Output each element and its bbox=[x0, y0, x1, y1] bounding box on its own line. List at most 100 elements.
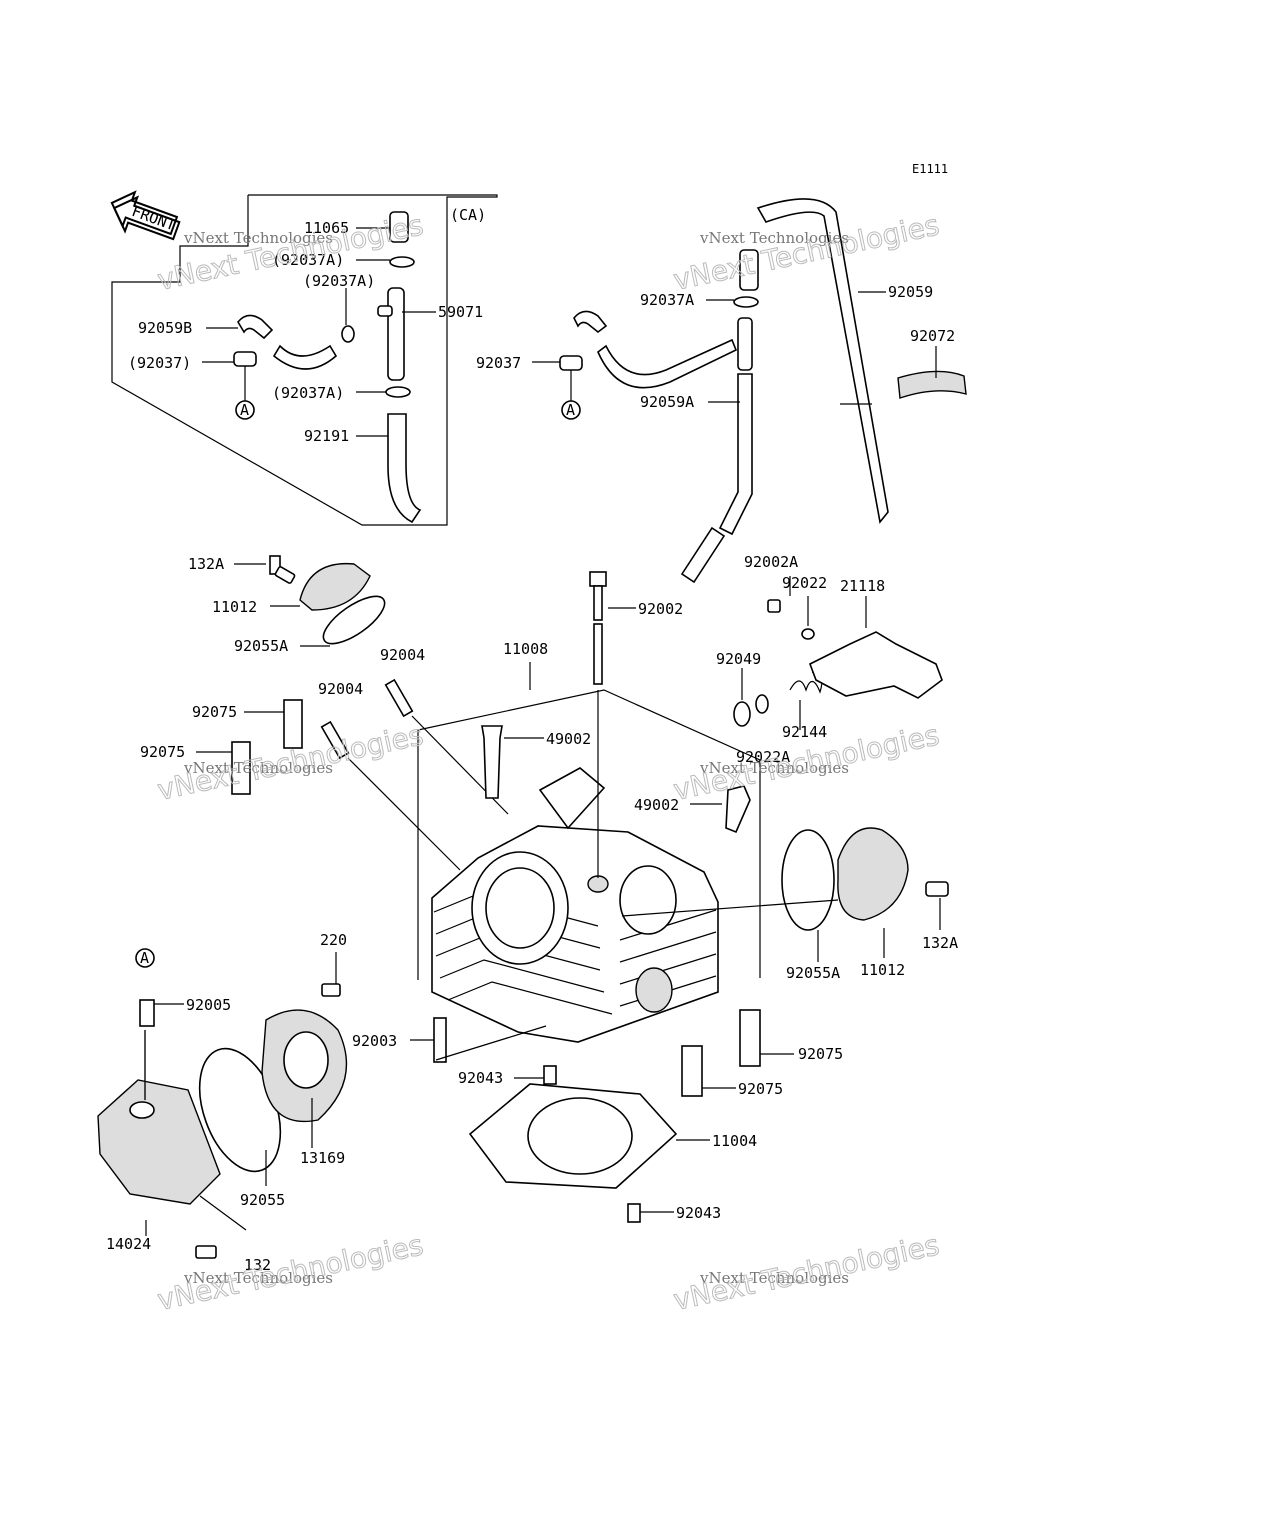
svg-text:vNext Technologies: vNext Technologies bbox=[699, 759, 849, 777]
hose-92059a-upper bbox=[597, 338, 738, 389]
callout-92055a-top: 92055A bbox=[234, 637, 288, 655]
bolt-92002a bbox=[767, 599, 781, 613]
tappet-cover-top bbox=[269, 555, 386, 645]
clamp-92037a-mid bbox=[341, 325, 355, 343]
head-cover-14024: A bbox=[97, 948, 348, 1259]
svg-text:vNext Technologies: vNext Technologies bbox=[183, 229, 333, 247]
hose-92191 bbox=[387, 413, 422, 524]
callout-11065: 11065 bbox=[304, 219, 349, 237]
cover-11012-right bbox=[837, 827, 909, 921]
callout-92037a-ca-mid: (92037A) bbox=[303, 272, 375, 290]
callout-labels: 11065 (92037A) (92037A) 59071 92059B (92… bbox=[106, 219, 958, 1274]
callout-92002a: 92002A bbox=[744, 553, 798, 571]
ca-leaders bbox=[202, 227, 436, 437]
bolt-220 bbox=[321, 983, 341, 997]
cover-11012-top bbox=[299, 562, 371, 611]
callout-11012-right: 11012 bbox=[860, 961, 905, 979]
washer-92022a bbox=[755, 694, 769, 714]
callout-92037-ca: (92037) bbox=[128, 354, 191, 372]
callout-220: 220 bbox=[320, 931, 347, 949]
callout-92037a-right: 92037A bbox=[640, 291, 694, 309]
callout-92075-a: 92075 bbox=[192, 703, 237, 721]
callout-92059: 92059 bbox=[888, 283, 933, 301]
cap-11065 bbox=[389, 211, 409, 243]
svg-text:vNext Technologies: vNext Technologies bbox=[155, 208, 427, 297]
callout-92037-right: 92037 bbox=[476, 354, 521, 372]
washer-92022 bbox=[801, 628, 815, 640]
callout-21118: 21118 bbox=[840, 577, 885, 595]
bolt-132a-right bbox=[925, 881, 949, 897]
bolt-92003 bbox=[433, 1017, 447, 1063]
dowel-92043-b bbox=[627, 1203, 641, 1223]
marker-a-right-label: A bbox=[566, 401, 575, 419]
svg-text:vNext Technologies: vNext Technologies bbox=[699, 1269, 849, 1287]
callout-92002: 92002 bbox=[638, 600, 683, 618]
rocker-post bbox=[538, 767, 606, 830]
svg-text:vNext Technologies: vNext Technologies bbox=[183, 759, 333, 777]
ca-label: (CA) bbox=[450, 206, 486, 224]
callout-92004-a: 92004 bbox=[380, 646, 425, 664]
callout-59071: 59071 bbox=[438, 303, 483, 321]
bolt-92002 bbox=[589, 571, 607, 587]
main-leaders bbox=[144, 576, 941, 1236]
marker-a-ca-label: A bbox=[240, 401, 249, 419]
seal-92049 bbox=[733, 701, 751, 727]
cylinder-head-11008 bbox=[417, 689, 761, 1043]
callout-92055: 92055 bbox=[240, 1191, 285, 1209]
marker-a-bottom-label: A bbox=[140, 949, 149, 967]
dowel-92043-a bbox=[543, 1065, 557, 1085]
callout-92043-b: 92043 bbox=[676, 1204, 721, 1222]
oring-92055a-right bbox=[781, 829, 835, 931]
clamp-92037a-top bbox=[389, 256, 415, 268]
hose-92059b-b bbox=[272, 344, 338, 370]
callout-92022: 92022 bbox=[782, 574, 827, 592]
callout-92055a-right: 92055A bbox=[786, 964, 840, 982]
marker-a-bottom bbox=[135, 948, 155, 968]
front-arrow-icon: FRONT bbox=[110, 190, 181, 241]
callout-92075-c: 92075 bbox=[798, 1045, 843, 1063]
tee-59071 bbox=[387, 287, 405, 381]
callout-11004: 11004 bbox=[712, 1132, 757, 1150]
callout-92005: 92005 bbox=[186, 996, 231, 1014]
callout-92037a-ca-top: (92037A) bbox=[272, 251, 344, 269]
callout-11012-top: 11012 bbox=[212, 598, 257, 616]
clamp-92037a-low bbox=[385, 386, 411, 398]
callout-11008: 11008 bbox=[503, 640, 548, 658]
callout-92049: 92049 bbox=[716, 650, 761, 668]
front-label: FRONT bbox=[129, 202, 178, 234]
callout-92037a-ca-low: (92037A) bbox=[272, 384, 344, 402]
callout-92059b: 92059B bbox=[138, 319, 192, 337]
hose-92059b-a bbox=[237, 314, 274, 340]
valve-guide-49002-a bbox=[481, 725, 503, 799]
callout-92144: 92144 bbox=[782, 723, 827, 741]
stud-92004-a bbox=[384, 678, 414, 718]
hose-92059a-lower bbox=[718, 373, 753, 536]
callout-13169: 13169 bbox=[300, 1149, 345, 1167]
lever-21118 bbox=[808, 631, 943, 699]
ca-parts: A bbox=[233, 211, 422, 524]
clamp-92037a-right bbox=[733, 296, 759, 308]
ca-boundary bbox=[111, 194, 498, 526]
callout-92072: 92072 bbox=[910, 327, 955, 345]
callout-49002-a: 49002 bbox=[546, 730, 591, 748]
callout-92004-b: 92004 bbox=[318, 680, 363, 698]
svg-text:vNext Technologies: vNext Technologies bbox=[699, 229, 849, 247]
diagram-code: E1111 bbox=[912, 162, 948, 176]
callout-92191: 92191 bbox=[304, 427, 349, 445]
exhaust-port bbox=[619, 865, 677, 935]
gasket-11004 bbox=[433, 1017, 678, 1223]
clamp-92072 bbox=[897, 370, 967, 399]
callout-132: 132 bbox=[244, 1256, 271, 1274]
callout-92022a: 92022A bbox=[736, 748, 790, 766]
upper-right-leaders bbox=[532, 291, 937, 405]
bolt-132a-top bbox=[274, 566, 296, 584]
tappet-cover-right bbox=[781, 827, 949, 931]
hose-92059 bbox=[756, 198, 889, 524]
head-fasteners bbox=[320, 571, 943, 878]
breather-hoses: A bbox=[559, 198, 967, 584]
callout-92003: 92003 bbox=[352, 1032, 397, 1050]
bolt-132 bbox=[195, 1245, 217, 1259]
clamp-92037-right bbox=[559, 355, 583, 371]
oring-92055a-top bbox=[322, 595, 386, 645]
